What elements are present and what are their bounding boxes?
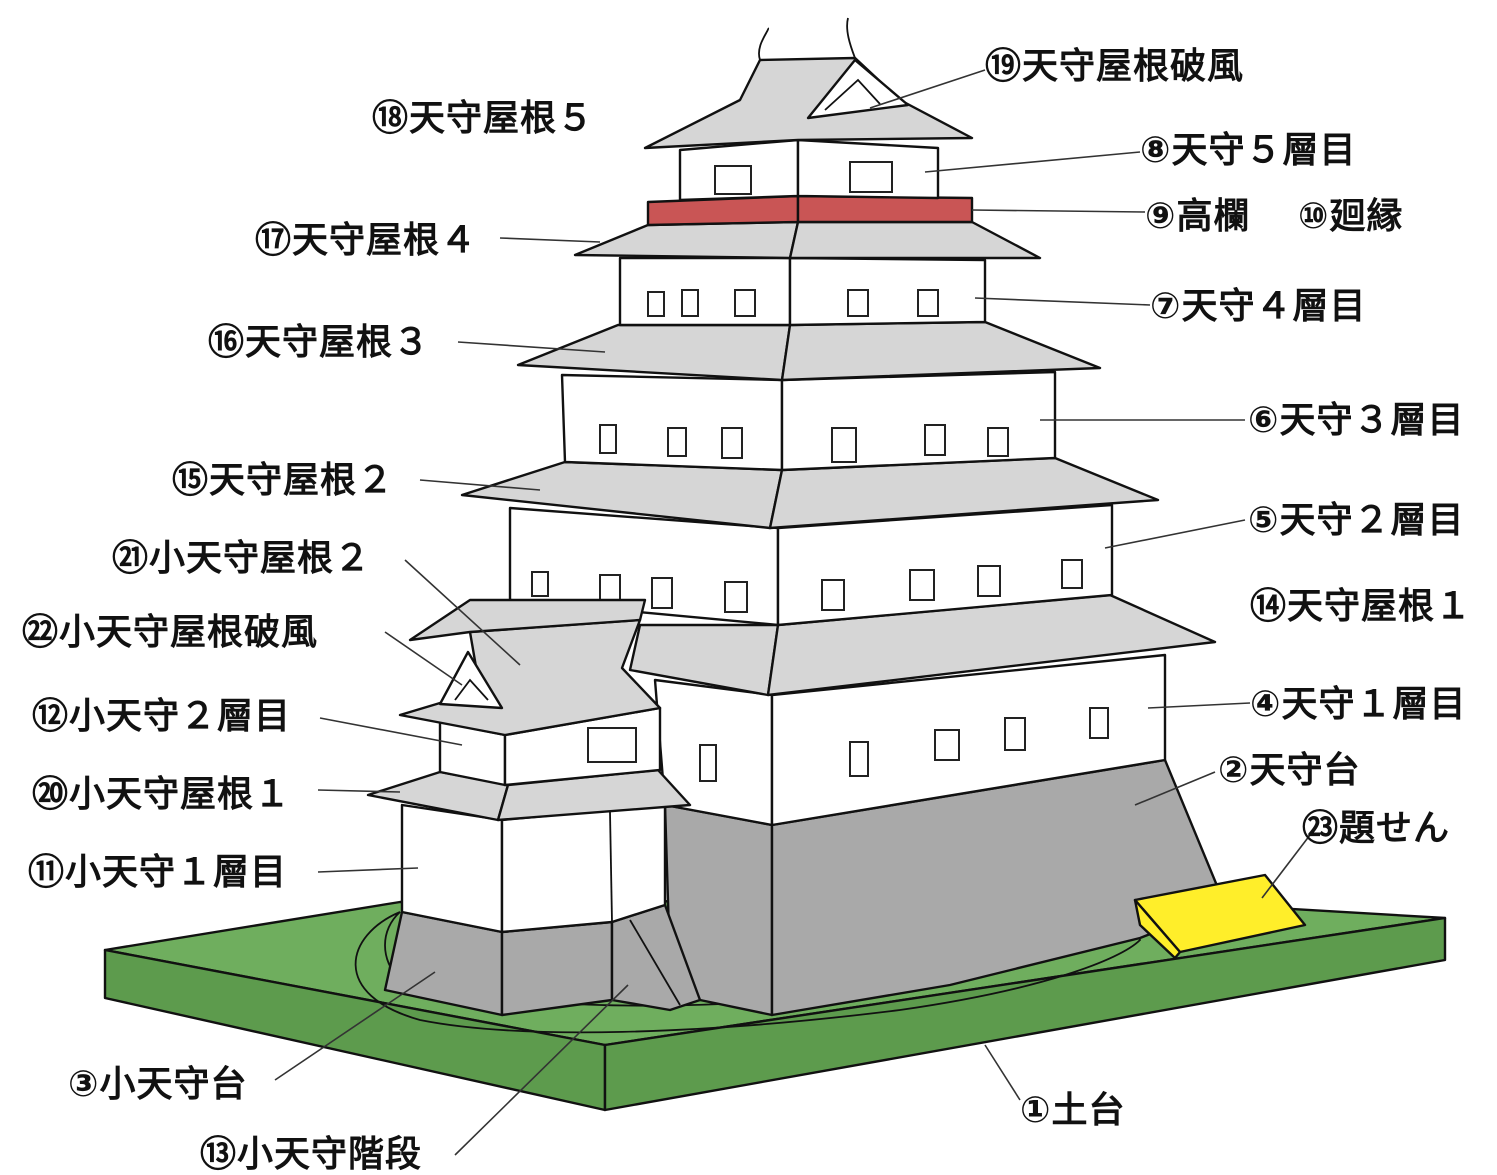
- window: [847, 289, 869, 317]
- label-koran: ⑨高欄: [1145, 196, 1250, 237]
- label-roof-4: ⑰天守屋根４: [255, 220, 477, 261]
- label-kotenshu-1f: ⑪小天守１層目: [28, 852, 287, 893]
- base-right-side: [603, 916, 1447, 1112]
- roof-4-left: [573, 220, 800, 260]
- label-title-plate: ㉓題せん: [1302, 808, 1450, 849]
- label-roof-2: ⑮天守屋根２: [172, 460, 394, 501]
- label-kotenshu-dai: ③小天守台: [68, 1064, 247, 1105]
- label-roof-5: ⑱天守屋根５: [372, 98, 594, 139]
- window: [651, 577, 673, 609]
- kotenshu-1f-right: [500, 803, 667, 934]
- gable-inner: [824, 78, 881, 111]
- shachihoko: [758, 17, 856, 61]
- window: [1061, 559, 1083, 589]
- stairs-edge: [629, 919, 681, 1006]
- window: [934, 729, 960, 761]
- tenshu-2f-right: [776, 503, 1114, 627]
- ko-gable-inner: [454, 678, 489, 701]
- kotenshu-1f: [400, 803, 667, 934]
- leader-lines: [274, 69, 1311, 1156]
- label-ko-roof-gable: ㉒小天守屋根破風: [22, 612, 318, 653]
- window: [599, 424, 617, 454]
- kotenshu-roof-1: [366, 768, 692, 822]
- label-ko-roof-2: ㉑小天守屋根２: [112, 538, 371, 579]
- label-tenshu-4f: ⑦天守４層目: [1150, 286, 1366, 327]
- tenshu-4f-left: [618, 256, 792, 327]
- label-kotenshu-stairs: ⑬小天守階段: [200, 1134, 422, 1175]
- tenshu-2f: [508, 503, 1114, 627]
- railing-right: [796, 194, 974, 224]
- label-roof-gable: ⑲天守屋根破風: [985, 46, 1244, 87]
- window: [734, 289, 756, 317]
- label-tenshu-1f: ④天守１層目: [1250, 684, 1466, 725]
- tenshu-5f: [678, 138, 940, 202]
- tenshu-roof-5: [643, 17, 974, 150]
- title-plate: [1133, 873, 1307, 960]
- window: [667, 427, 687, 457]
- roof-3-left: [516, 323, 792, 382]
- label-kotenshu-2f: ⑫小天守２層目: [32, 696, 291, 737]
- label-base: ①土台: [1020, 1090, 1125, 1131]
- window: [699, 744, 717, 782]
- label-tenshu-dai: ②天守台: [1218, 750, 1360, 791]
- window: [849, 741, 869, 777]
- window: [821, 579, 845, 611]
- roof-5-top: [643, 56, 974, 150]
- kotenshu-1f-seam: [609, 811, 613, 923]
- tenshu-roof-3: [516, 320, 1102, 382]
- tenshu-3f: [560, 370, 1057, 472]
- label-ko-roof-1: ⑳小天守屋根１: [32, 774, 291, 815]
- ko-roof-2-top: [408, 598, 647, 642]
- label-tenshu-3f: ⑥天守３層目: [1248, 400, 1464, 441]
- tenshu-stone-base: [663, 758, 1227, 1017]
- window: [681, 289, 699, 317]
- tenshu-roof-4: [573, 220, 1042, 260]
- window: [924, 424, 946, 456]
- window: [987, 427, 1009, 457]
- tenshu-1f-right: [770, 653, 1167, 827]
- window: [909, 569, 935, 601]
- labels: ⑲天守屋根破風 ⑱天守屋根５ ⑧天守５層目 ⑨高欄 ⑩廻縁 ⑰天守屋根４ ⑦天守…: [22, 46, 1472, 1175]
- window: [647, 291, 665, 317]
- roof-4-right: [788, 220, 1042, 260]
- window: [917, 289, 939, 317]
- roof-1-left: [628, 623, 780, 697]
- tenshu-roof-2: [460, 456, 1160, 530]
- window: [831, 427, 857, 463]
- label-tenshu-2f: ⑤天守２層目: [1248, 500, 1464, 541]
- title-plate-side: [1133, 898, 1182, 960]
- kotenshu-stone-base: [383, 903, 702, 1017]
- tenshu-3f-right: [780, 370, 1057, 472]
- window: [714, 165, 752, 195]
- tenshu-4f-right: [788, 256, 987, 327]
- kotenshu-roof-2: [398, 598, 662, 737]
- window: [531, 571, 549, 597]
- tenshu-4f: [618, 256, 987, 327]
- window: [587, 727, 637, 763]
- tenshu-1f: [653, 653, 1167, 827]
- label-mawaribuchi: ⑩廻縁: [1298, 196, 1403, 237]
- label-tenshu-5f: ⑧天守５層目: [1140, 130, 1356, 171]
- window: [849, 161, 893, 193]
- window: [1089, 707, 1109, 739]
- label-roof-1: ⑭天守屋根１: [1250, 586, 1472, 627]
- window: [977, 565, 1001, 597]
- railing-left: [646, 194, 800, 227]
- kotenshu-base-right: [500, 920, 614, 1017]
- label-roof-3: ⑯天守屋根３: [208, 322, 430, 363]
- window: [721, 427, 743, 459]
- window: [724, 581, 748, 613]
- window: [1004, 717, 1026, 751]
